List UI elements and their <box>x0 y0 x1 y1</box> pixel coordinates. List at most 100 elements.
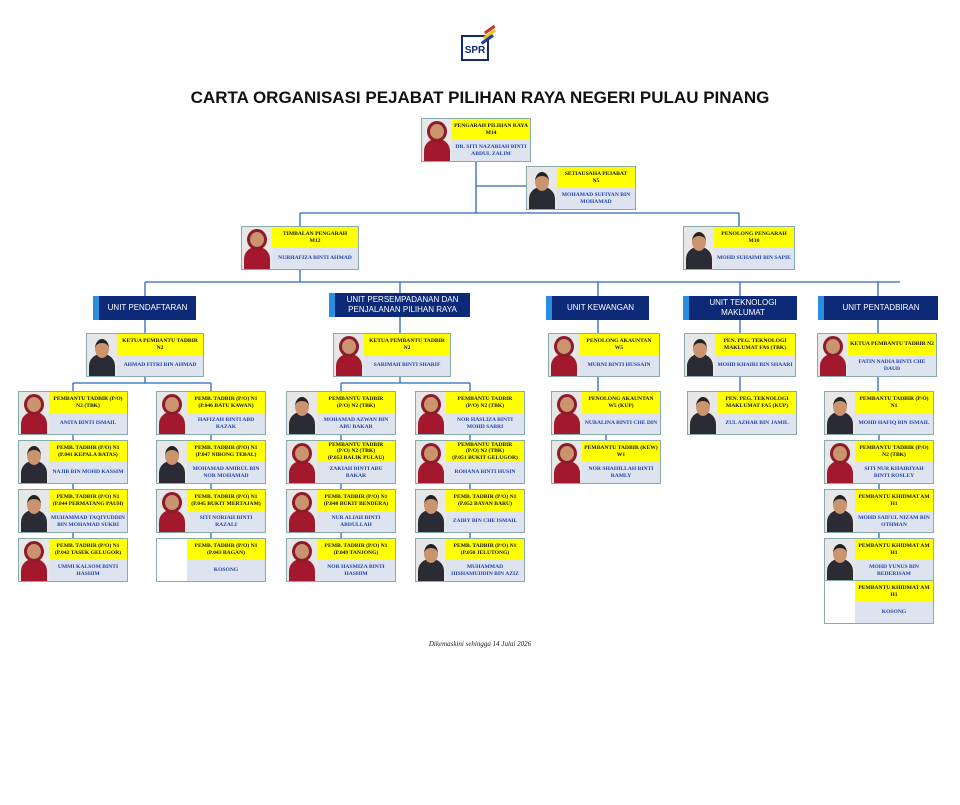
staff-name: SITI NORIAH BINTI RAZALI <box>187 511 265 532</box>
position-title: SETIAUSAHA PEJABAT N5 <box>557 167 635 188</box>
empty-photo-slot <box>157 539 187 581</box>
position-title: KETUA PEMBANTU TADBIR N2 <box>364 334 450 355</box>
staff-name: NUR ALIAH BINTI ABDULLAH <box>317 511 395 532</box>
staff-photo <box>287 392 317 434</box>
staff-photo <box>157 490 187 532</box>
staff-card: PEMB. TADBIR (P/O) N1 (P.048 BUKIT BENDE… <box>286 489 396 533</box>
staff-name: NAJIB BIN MOHD KASSIM <box>49 462 127 483</box>
staff-name: MOHD HAFIQ BIN ISMAIL <box>855 413 933 434</box>
unit-header: UNIT PENTADBIRAN <box>818 296 938 320</box>
staff-name: MURNI BINTI HUSSAIN <box>579 355 659 376</box>
staff-card: PEMB. TADBIR (P/O) N1 (P.049 TANJONG)NOR… <box>286 538 396 582</box>
page-title: CARTA ORGANISASI PEJABAT PILIHAN RAYA NE… <box>190 88 770 107</box>
staff-photo <box>825 539 855 581</box>
staff-photo <box>19 392 49 434</box>
staff-name: DR. SITI NAZARIAH BINTI ABDUL ZALIM <box>452 140 530 161</box>
staff-name: ZAIRY BIN CHE ISMAIL <box>446 511 524 532</box>
update-note: Dikemaskini sehingga 14 Julai 2026 <box>428 640 532 648</box>
staff-name: NURALINA BINTI CHE DIN <box>582 413 660 434</box>
staff-card: PEMBANTU TADBIR (P/O) N2 (TBK) (P.053 BA… <box>286 440 396 484</box>
position-title: PEMBANTU KHIDMAT AM H1 <box>855 490 933 511</box>
staff-name: ZAKIAH BINTI ABU BAKAR <box>317 462 395 483</box>
staff-name: MOHAMAD AMIRUL BIN NOR MOHAMAD <box>187 462 265 483</box>
unit-label: UNIT PENDAFTARAN <box>107 303 188 312</box>
position-title: PEN. PEG. TEKNOLOGI MAKLUMAT FA5 (KUP) <box>718 392 796 413</box>
empty-photo-slot <box>825 581 855 623</box>
staff-name: MOHD KHAIRI BIN SHAARI <box>715 355 795 376</box>
staff-name: FATIN NADIA BINTI CHE DAUD <box>848 355 936 376</box>
position-title: PEMB. TADBIR (P/O) N1 (P.042 TASEK GELUG… <box>49 539 127 560</box>
staff-name: MOHD YUNUS BIN BEDERISAM <box>855 560 933 581</box>
staff-photo <box>157 441 187 483</box>
staff-name: NOR SHAHILLAH BINTI RAMLY <box>582 462 660 483</box>
position-title: PENOLONG AKAUNTAN W5 (KUP) <box>582 392 660 413</box>
staff-card: PEMBANTU TADBIR (P/O) N2 (TBK) (P.051 BU… <box>415 440 525 484</box>
staff-photo <box>157 392 187 434</box>
position-title: KETUA PEMBANTU TADBIR N2 <box>117 334 203 355</box>
unit-label: UNIT KEWANGAN <box>566 303 635 312</box>
staff-photo <box>416 392 446 434</box>
position-title: PEMBANTU TADBIR (P/O) N2 (TBK) (P.051 BU… <box>446 441 524 462</box>
spr-logo: SPR <box>461 24 496 61</box>
position-title: PEMB. TADBIR (P/O) N1 (P.047 NIBONG TEBA… <box>187 441 265 462</box>
staff-name: KOSONG <box>187 560 265 581</box>
position-title: PEMB. TADBIR (P/O) N1 (P.049 TANJONG) <box>317 539 395 560</box>
staff-card: PEMB. TADBIR (P/O) N1 (P.045 BUKIT MERTA… <box>156 489 266 533</box>
staff-photo <box>416 539 446 581</box>
staff-card: PEMBANTU TADBIR (P/O) N2 (TBK)ANITA BINT… <box>18 391 128 435</box>
staff-photo <box>334 334 364 376</box>
unit-label: UNIT PERSEMPADANAN DAN PENJALANAN PILIHA… <box>346 295 459 314</box>
staff-photo <box>825 490 855 532</box>
staff-name: NURHAFIZA BINTI AHMAD <box>272 248 358 269</box>
position-title: PEMB. TADBIR (P/O) N1 (P.041 KEPALA BATA… <box>49 441 127 462</box>
staff-card: PEMB. TADBIR (P/O) N1 (P.044 PERMATANG P… <box>18 489 128 533</box>
staff-photo <box>552 392 582 434</box>
position-title: PEMB. TADBIR (P/O) N1 (P.044 PERMATANG P… <box>49 490 127 511</box>
staff-photo <box>19 441 49 483</box>
staff-photo <box>416 441 446 483</box>
unit-label: UNIT TEKNOLOGI MAKLUMAT <box>709 298 777 317</box>
staff-card: PEMBANTU TADBIR (P/O) N2 (TBK)NOR HASLIZ… <box>415 391 525 435</box>
staff-card: PEMBANTU TADBIR (P/O) N2 (TBK)MOHAMAD AZ… <box>286 391 396 435</box>
position-title: PEMBANTU KHIDMAT AM H1 <box>855 539 933 560</box>
staff-card: PEN. PEG. TEKNOLOGI MAKLUMAT FA5 (KUP)ZU… <box>687 391 797 435</box>
staff-name: HAFIZAH BINTI ABD RAZAK <box>187 413 265 434</box>
staff-name: NOR HASLIZA BINTI MOHD SABRI <box>446 413 524 434</box>
staff-photo <box>527 167 557 209</box>
staff-card: PEN. PEG. TEKNOLOGI MAKLUMAT FA6 (TBK)MO… <box>684 333 796 377</box>
position-title: PEMBANTU TADBIR (KEW) W1 <box>582 441 660 462</box>
staff-photo <box>825 441 855 483</box>
staff-photo <box>416 490 446 532</box>
position-title: PEMBANTU TADBIR (P/O) N2 (TBK) (P.053 BA… <box>317 441 395 462</box>
position-title: PEMBANTU TADBIR (P/O) N2 (TBK) <box>317 392 395 413</box>
position-title: PEMB. TADBIR (P/O) N1 (P.052 BAYAN BARU) <box>446 490 524 511</box>
position-title: PEMB. TADBIR (P/O) N1 (P.048 BUKIT BENDE… <box>317 490 395 511</box>
staff-card: PEMB. TADBIR (P/O) N1 (P.043 BAGAN)KOSON… <box>156 538 266 582</box>
position-title: PEMBANTU TADBIR (P/O) N2 (TBK) <box>855 441 933 462</box>
staff-name: UMMI KALSOM BINTI HASHIM <box>49 560 127 581</box>
staff-card: PEMB. TADBIR (P/O) N1 (P.050 JELUTONG)MU… <box>415 538 525 582</box>
staff-photo <box>287 539 317 581</box>
position-title: PEN. PEG. TEKNOLOGI MAKLUMAT FA6 (TBK) <box>715 334 795 355</box>
staff-photo <box>552 441 582 483</box>
staff-photo <box>685 334 715 376</box>
position-title: PEMBANTU TADBIR (P/O) N2 (TBK) <box>446 392 524 413</box>
staff-name: SARIMAH BINTI SHARIF <box>364 355 450 376</box>
staff-name: AHMAD FITRI BIN AHMAD <box>117 355 203 376</box>
position-title: PENOLONG AKAUNTAN W5 <box>579 334 659 355</box>
staff-photo <box>422 119 452 161</box>
staff-name: ANITA BINTI ISMAIL <box>49 413 127 434</box>
staff-photo <box>242 227 272 269</box>
staff-name: ROHANA BINTI HUSIN <box>446 462 524 483</box>
